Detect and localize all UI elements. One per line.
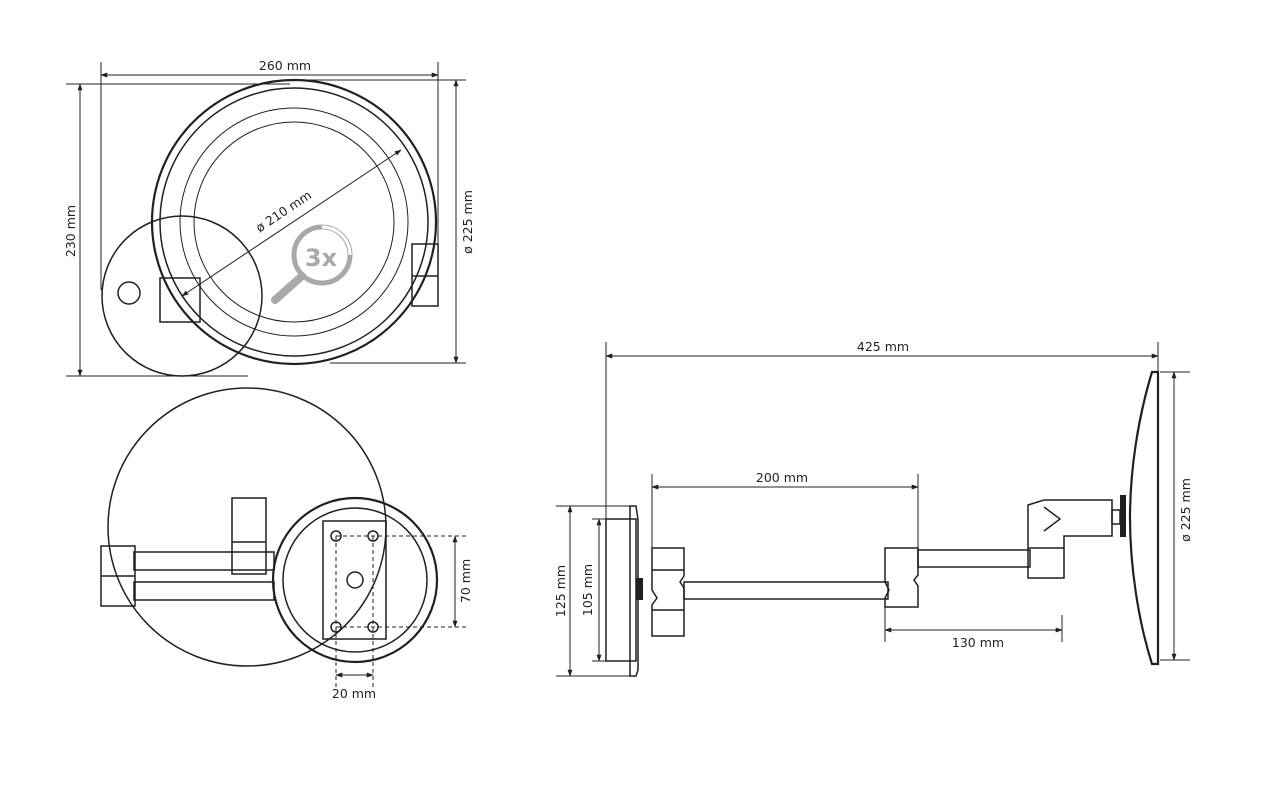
base-knob — [636, 578, 643, 600]
mirror-outer-ring — [150, 78, 438, 366]
side-mirror-diameter-label: ø 225 mm — [1178, 478, 1193, 542]
pivot-pin — [1111, 509, 1121, 525]
rear-pivot-block — [231, 497, 267, 575]
pivot-nut — [1120, 495, 1126, 537]
width-label: 260 mm — [259, 58, 311, 73]
arm-block-left — [159, 277, 201, 323]
arm-block-right — [411, 243, 439, 307]
mounting-plate — [322, 520, 387, 640]
rear-plate-height-label: 70 mm — [458, 559, 473, 603]
mirror-profile — [1128, 370, 1160, 666]
center-hole — [346, 571, 364, 589]
magnifier-icon: 3x — [271, 224, 353, 304]
height-label: 230 mm — [63, 205, 78, 257]
mount-hole — [117, 281, 141, 305]
mirror-glass — [193, 121, 395, 323]
first-joint — [651, 547, 685, 637]
mirror-ring-3 — [179, 107, 409, 337]
front-view: ø 210 mm 3x 260 mm 230 mm ø 225 mm — [63, 58, 475, 377]
rear-mirror-outline — [107, 387, 387, 667]
rear-arm-bar-top — [133, 551, 275, 571]
base-height-label: 125 mm — [553, 565, 568, 617]
wall-base — [605, 518, 637, 662]
diameter-label: ø 225 mm — [460, 190, 475, 254]
side-plate-height-label: 105 mm — [580, 564, 595, 616]
mirror-pivot — [1027, 499, 1113, 579]
magnification-badge: 3x — [305, 244, 338, 272]
second-arm — [917, 549, 1031, 568]
first-arm — [683, 581, 889, 600]
arm2-label: 130 mm — [952, 635, 1004, 650]
rear-view: 70 mm 20 mm — [100, 387, 473, 701]
rear-wall-plate — [271, 496, 439, 664]
total-length-label: 425 mm — [857, 339, 909, 354]
hole-spacing-label: 20 mm — [332, 686, 376, 701]
second-joint — [884, 547, 919, 608]
arm1-label: 200 mm — [756, 470, 808, 485]
screw-hole-tl — [330, 530, 342, 542]
rear-arm-bar-bottom — [133, 581, 275, 601]
side-view: 425 mm 200 mm 130 mm 125 mm 105 mm ø 225… — [553, 339, 1193, 677]
mirror-diameter-line — [181, 149, 402, 297]
mirror-ring-2 — [159, 87, 429, 357]
